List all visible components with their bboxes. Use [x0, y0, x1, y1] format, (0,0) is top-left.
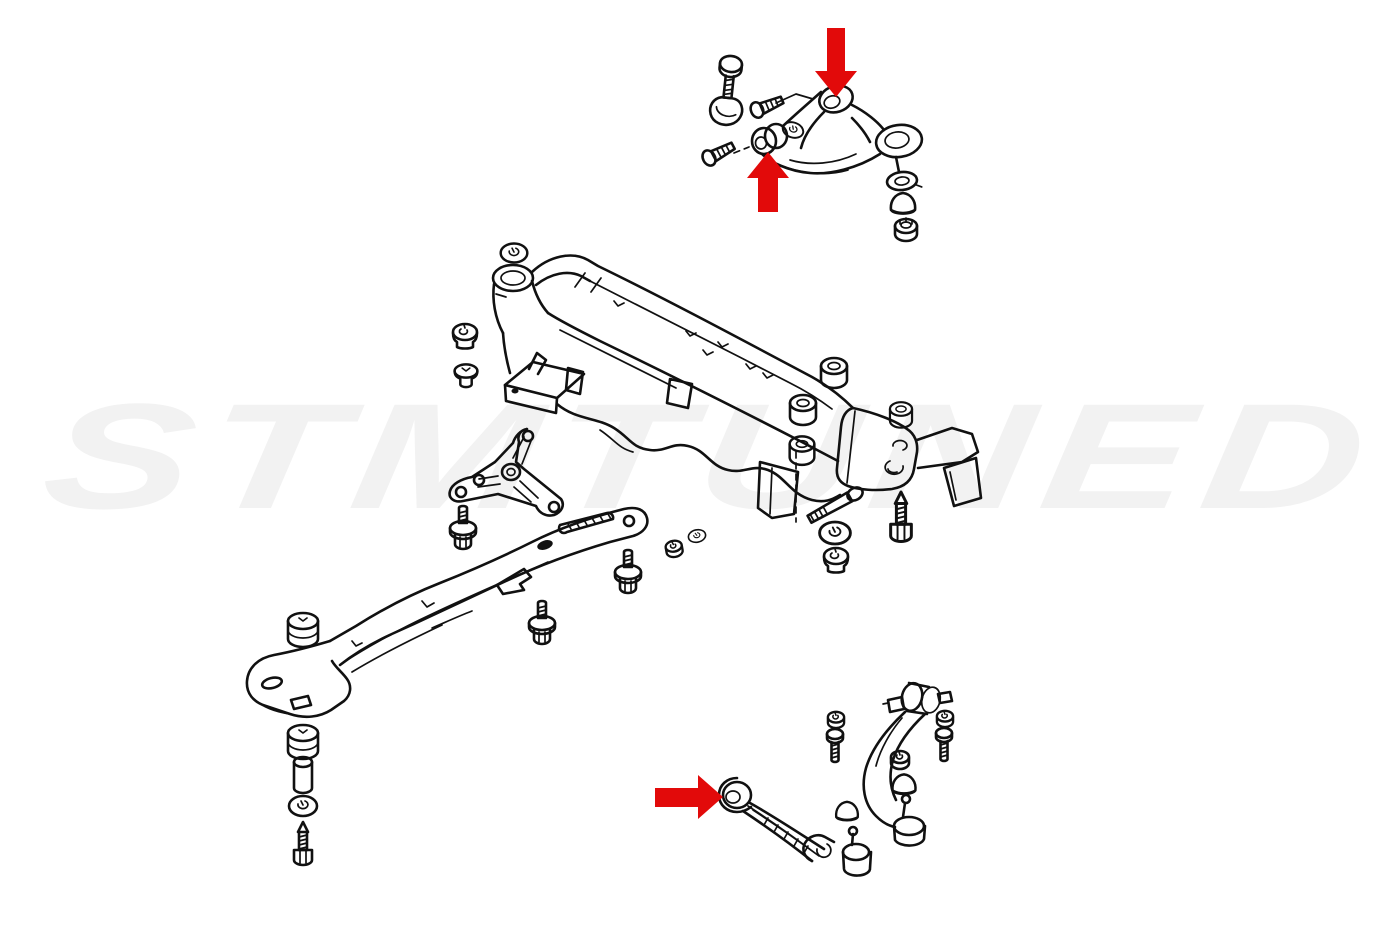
- flange-nut: [889, 749, 911, 771]
- small-nut: [935, 709, 955, 729]
- snap-ring-washer: [884, 168, 924, 193]
- pivot-bolt: [698, 136, 738, 170]
- mount-washer: [287, 794, 319, 818]
- ball-joint: [874, 123, 924, 174]
- upper-arm-front-bushing: [750, 122, 789, 156]
- crossmember-tower-bushing: [491, 263, 550, 335]
- transmission-crossmember: [245, 506, 649, 719]
- flange-nut: [451, 322, 479, 350]
- castle-nut: [893, 216, 919, 243]
- stud-mount: [613, 548, 643, 595]
- crossmember-lower-skirt: [555, 402, 842, 503]
- watermark-text: STMTUNED: [34, 373, 1387, 540]
- tension-rod-fork: [802, 833, 836, 863]
- mount-washer: [499, 242, 529, 264]
- bolt-axis-line: [775, 93, 814, 104]
- mounting-bolt: [292, 820, 314, 867]
- red-arrow-down-icon: [815, 28, 857, 97]
- small-nut: [826, 710, 846, 730]
- red-arrow-up-icon: [747, 152, 789, 212]
- three-arm-gusset-bracket: [448, 427, 565, 517]
- red-arrow-right-icon: [655, 775, 723, 819]
- crossmember-end-bracket: [835, 406, 983, 508]
- mount-hardware-stack: [286, 723, 320, 867]
- rubber-mount-insulator: [286, 723, 320, 761]
- flange-nut: [822, 546, 850, 574]
- dust-boot: [834, 800, 860, 822]
- rubber-mount-insulator: [286, 611, 320, 649]
- clamp-bolt: [825, 727, 845, 764]
- bolt-axis-line: [733, 146, 750, 154]
- front-crossmember: [451, 242, 983, 574]
- mount-tab: [665, 377, 694, 410]
- hanging-bracket: [756, 460, 800, 520]
- upper-control-arm: [760, 84, 886, 175]
- dust-boot: [891, 773, 917, 796]
- ball-stud-link: [707, 53, 750, 128]
- clamp-bolt: [934, 726, 954, 763]
- spacer-sleeve: [292, 755, 314, 795]
- pivot-bolt: [747, 90, 787, 122]
- lower-arm-bushing: [882, 681, 954, 716]
- stud-mount: [527, 599, 557, 646]
- lower-control-arm: [862, 710, 927, 829]
- crossmember-long-bolt: [806, 486, 864, 525]
- tension-rod: [717, 776, 873, 877]
- lower-arm-ball-joint: [892, 793, 927, 847]
- small-nut: [663, 538, 685, 560]
- mount-tab: [564, 366, 585, 396]
- lower-control-arm-assembly: [825, 681, 955, 847]
- tension-rod-bushing: [717, 776, 753, 814]
- tension-rod-ball-joint: [841, 825, 873, 877]
- dust-boot: [889, 191, 917, 216]
- upper-control-arm-assembly: [698, 53, 924, 243]
